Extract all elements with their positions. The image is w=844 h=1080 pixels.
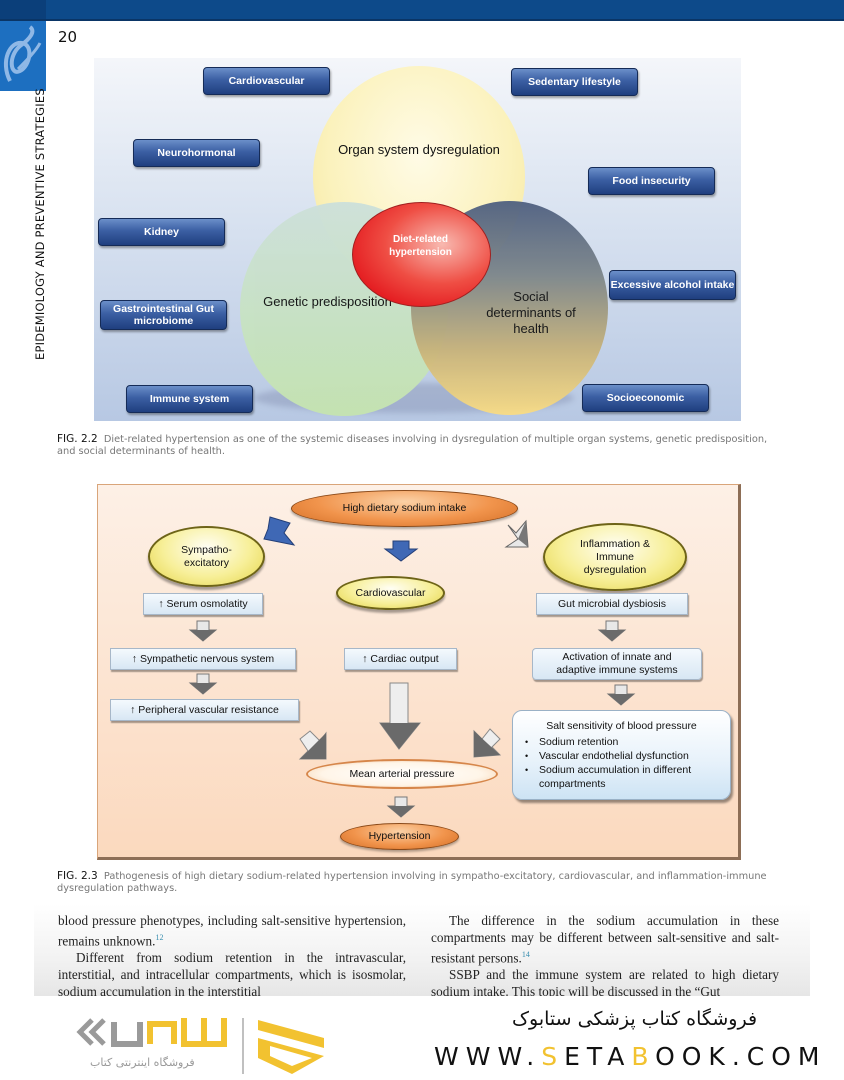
url-part: ETA xyxy=(564,1042,632,1071)
circle-social-label: Social determinants of health xyxy=(486,289,576,336)
node-cardiovascular: Cardiovascular xyxy=(336,576,445,610)
paragraph-text: blood pressure phenotypes, including sal… xyxy=(58,913,406,949)
body-column-right: The difference in the sodium accumulatio… xyxy=(431,912,779,1000)
page-number: 20 xyxy=(58,28,78,46)
body-column-left: blood pressure phenotypes, including sal… xyxy=(58,912,406,1000)
circle-center-label: Diet-related hypertension xyxy=(389,234,452,258)
salt-box-item: Sodium accumulation in different compart… xyxy=(525,763,730,791)
reference-link[interactable]: 12 xyxy=(155,933,164,942)
circle-organ-label: Organ system dysregulation xyxy=(338,142,500,157)
header-bar-corner xyxy=(0,0,46,19)
caption-label: FIG. 2.3 xyxy=(57,870,98,882)
node-mean-arterial-pressure: Mean arterial pressure xyxy=(306,759,498,789)
url-part-accent: S xyxy=(541,1042,565,1071)
part-numeral: I xyxy=(37,87,41,91)
box-immune-activation-label: Activation of innate and adaptive immune… xyxy=(556,651,678,676)
label-food-insecurity: Food insecurity xyxy=(588,167,715,195)
node-inflammation: Inflammation & Immune dysregulation xyxy=(543,523,687,591)
box-cardiac-output: ↑ Cardiac output xyxy=(344,648,457,670)
salt-box-title: Salt sensitivity of blood pressure xyxy=(546,720,697,732)
figure-2-3-flowchart: High dietary sodium intake Sympatho-exci… xyxy=(97,484,741,860)
decorative-swirl-icon xyxy=(3,25,42,82)
reference-link[interactable]: 14 xyxy=(521,950,530,959)
header-bar xyxy=(0,0,844,21)
label-alcohol: Excessive alcohol intake xyxy=(609,270,736,300)
label-gastrointestinal: Gastrointestinal Gut microbiome xyxy=(100,300,227,330)
logo-subtitle: فروشگاه اینترنتی کتاب xyxy=(90,1056,195,1069)
store-name: فروشگاه کتاب پزشکی ستابوک xyxy=(512,1008,758,1030)
paragraph-text: Different from sodium retention in the i… xyxy=(58,950,406,1000)
box-peripheral-resistance: ↑ Peripheral vascular resistance xyxy=(110,699,299,721)
figure-2-2-venn: Organ system dysregulation Genetic predi… xyxy=(94,58,741,421)
arrow-down-icon xyxy=(188,620,218,642)
arrow-down-icon xyxy=(606,684,636,706)
label-socioeconomic: Socioeconomic xyxy=(582,384,709,412)
paragraph-text: SSBP and the immune system are related t… xyxy=(431,967,779,1000)
label-immune-system: Immune system xyxy=(126,385,253,413)
arrow-down-icon xyxy=(386,796,416,818)
arrow-to-sympatho-icon xyxy=(263,516,296,546)
arrow-left-to-map-icon xyxy=(298,730,327,760)
text-fade-overlay xyxy=(34,904,810,996)
circle-diet-hypertension: Diet-related hypertension xyxy=(352,202,491,307)
box-gut-dysbiosis: Gut microbial dysbiosis xyxy=(536,593,688,615)
caption-text: Pathogenesis of high dietary sodium-rela… xyxy=(57,871,767,894)
arrow-to-inflammation-icon xyxy=(504,519,529,548)
arrow-to-cardio-icon xyxy=(383,540,419,562)
figure-2-3-caption: FIG. 2.3 Pathogenesis of high dietary so… xyxy=(57,870,782,895)
box-sympathetic-nervous-system: ↑ Sympathetic nervous system xyxy=(110,648,296,670)
url-part: WWW. xyxy=(434,1042,542,1071)
salt-box-item: Vascular endothelial dysfunction xyxy=(525,749,730,763)
box-serum-osmolatity: ↑ Serum osmolatity xyxy=(143,593,263,615)
section-title: EPIDEMIOLOGY AND PREVENTIVE STRATEGIES xyxy=(33,88,47,360)
salt-box-list: Sodium retention Vascular endothelial dy… xyxy=(513,735,730,791)
node-sympatho: Sympatho-excitatory xyxy=(148,526,265,587)
caption-text: Diet-related hypertension as one of the … xyxy=(57,434,768,457)
store-url[interactable]: WWW.SETABOOK.COM xyxy=(434,1042,826,1071)
url-part-accent: B xyxy=(631,1042,656,1071)
salt-box-item: Sodium retention xyxy=(525,735,730,749)
node-sympatho-label: Sympatho-excitatory xyxy=(181,543,232,569)
label-cardiovascular: Cardiovascular xyxy=(203,67,330,95)
label-sedentary: Sedentary lifestyle xyxy=(511,68,638,96)
label-kidney: Kidney xyxy=(98,218,225,246)
logo-separator xyxy=(242,1018,244,1074)
node-inflammation-label: Inflammation & Immune dysregulation xyxy=(579,537,651,576)
arrow-big-down-icon xyxy=(379,682,422,750)
node-high-sodium: High dietary sodium intake xyxy=(291,490,518,527)
paragraph-text: The difference in the sodium accumulatio… xyxy=(431,913,779,966)
caption-label: FIG. 2.2 xyxy=(57,433,98,445)
node-hypertension: Hypertension xyxy=(340,823,459,850)
box-salt-sensitivity: Salt sensitivity of blood pressure Sodiu… xyxy=(512,710,731,800)
box-immune-activation: Activation of innate and adaptive immune… xyxy=(532,648,702,680)
arrow-down-icon xyxy=(188,673,218,695)
circle-genetic-label: Genetic predisposition xyxy=(263,294,392,309)
setabook-chevron-logo xyxy=(258,1020,324,1074)
figure-2-2-caption: FIG. 2.2 Diet-related hypertension as on… xyxy=(57,433,782,458)
arrow-down-icon xyxy=(597,620,627,642)
label-neurohormonal: Neurohormonal xyxy=(133,139,260,167)
arrow-right-to-map-icon xyxy=(473,728,502,758)
url-part: OOK.COM xyxy=(655,1042,827,1071)
part-logo: I xyxy=(0,21,46,91)
setabook-wordmark-logo xyxy=(76,1018,227,1047)
